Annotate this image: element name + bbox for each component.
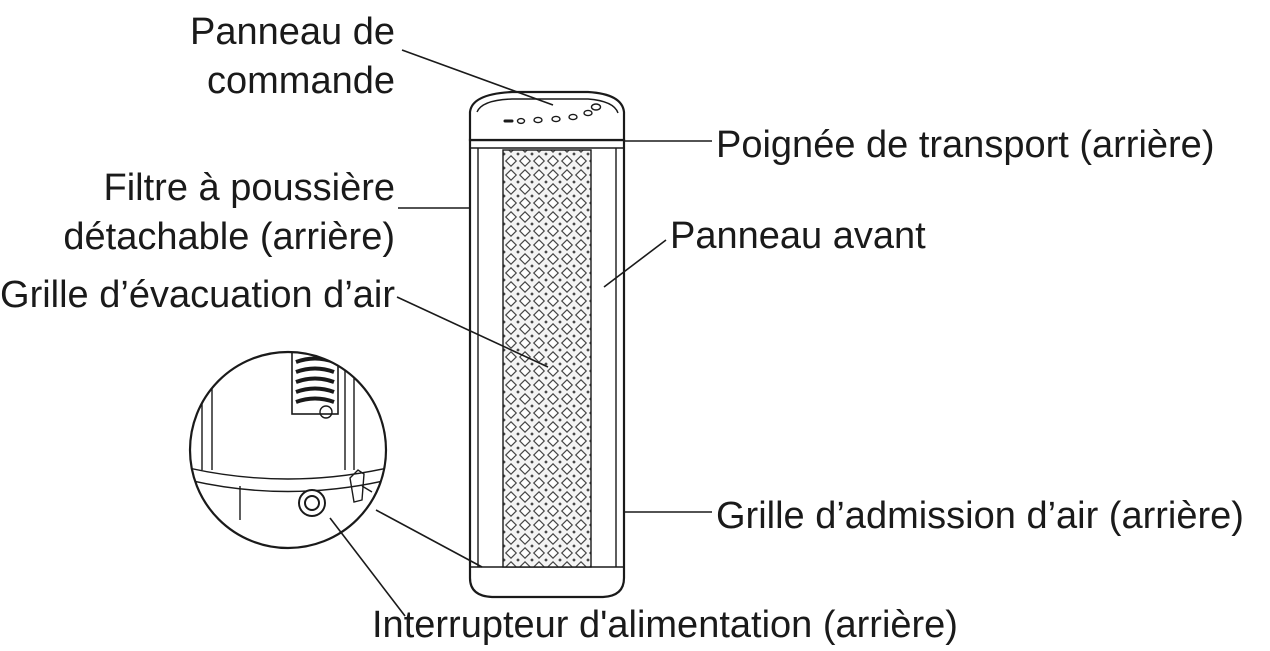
power-switch-zoom: [188, 350, 388, 550]
heater-tower: [468, 90, 626, 599]
power-switch: [298, 489, 326, 517]
label-front-panel: Panneau avant: [670, 215, 926, 257]
label-control-panel-line1: Panneau de: [190, 11, 395, 53]
leader-front-panel: [603, 239, 667, 288]
filter-vents: [291, 352, 339, 419]
zoom-circle: [188, 350, 388, 550]
button-2: [533, 116, 543, 124]
leader-control-panel: [401, 49, 554, 106]
leader-zoom-link: [375, 509, 483, 568]
front-grille: [502, 149, 592, 568]
leader-lines: [329, 49, 712, 617]
leader-power-switch: [329, 517, 406, 617]
label-control-panel-line2: commande: [207, 60, 395, 102]
label-power-switch: Interrupteur d'alimentation (arrière): [372, 604, 958, 646]
button-3: [551, 115, 561, 123]
label-outlet-grille: Grille d’évacuation d’air: [0, 274, 395, 316]
button-4: [568, 113, 578, 121]
label-dust-filter-line2: détachable (arrière): [63, 216, 395, 258]
button-5: [583, 109, 593, 117]
label-carry-handle: Poignée de transport (arrière): [716, 124, 1214, 166]
power-button: [590, 103, 602, 111]
leader-outlet-grille: [396, 296, 549, 368]
control-panel-cap: [468, 90, 626, 142]
button-1: [516, 117, 526, 125]
filter-screw: [319, 405, 333, 419]
labels: Panneau de commande Poignée de transport…: [0, 11, 1244, 646]
control-buttons: [503, 103, 602, 125]
label-intake-grille: Grille d’admission d’air (arrière): [716, 495, 1244, 537]
label-dust-filter-line1: Filtre à poussière: [104, 167, 395, 209]
